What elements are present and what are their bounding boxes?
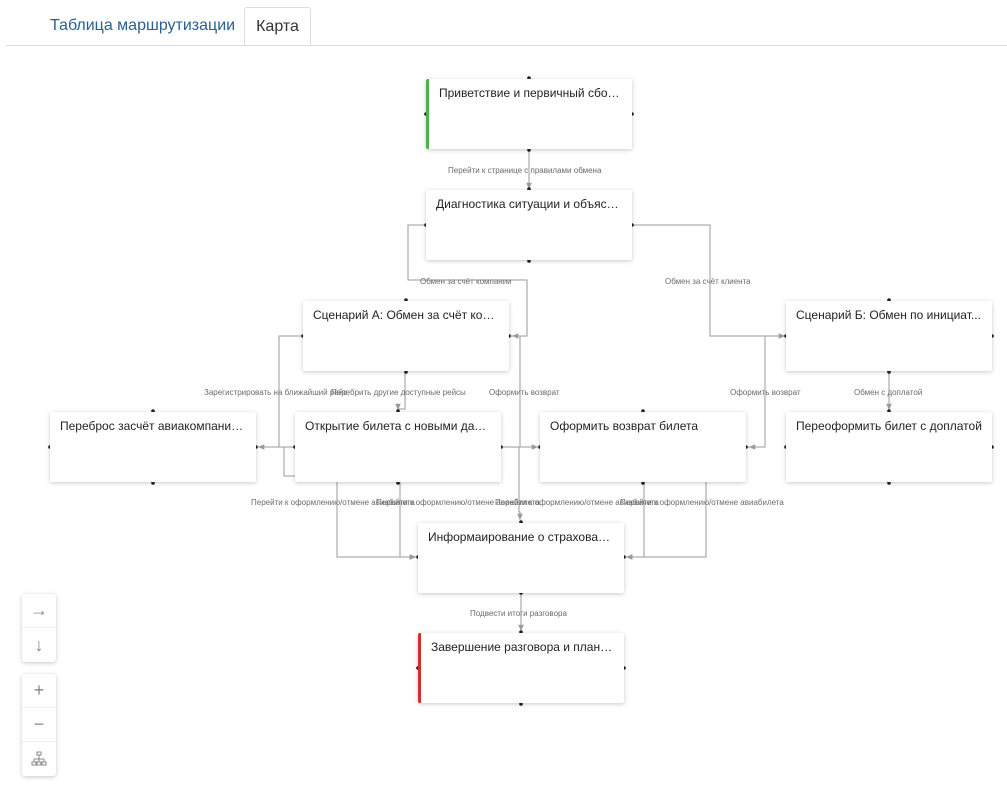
node-title: Диагностика ситуации и объясн... — [436, 197, 622, 211]
node-reissue[interactable]: Переоформить билет с доплатой — [786, 412, 992, 482]
node-title: Оформить возврат билета — [550, 419, 699, 433]
node-title: Информаирование о страховани... — [428, 530, 614, 544]
edge-label: Обмен за счёт компании — [420, 277, 512, 286]
zoom-controls: + − — [22, 674, 56, 776]
node-title: Сценарий Б: Обмен по инициат... — [796, 308, 981, 322]
arrow-down-icon[interactable]: ↓ — [34, 634, 44, 655]
tab-map[interactable]: Карта — [244, 7, 311, 46]
edge-label: Перебрить другие доступные рейсы — [331, 388, 466, 397]
tab-routing-table[interactable]: Таблица маршрутизации — [50, 17, 236, 34]
link-refund-insurance-right[interactable] — [626, 483, 645, 560]
edge-label: Перейти к оформлению/отмене авиабилета — [251, 498, 415, 507]
node-finish[interactable]: Завершение разговора и план д... — [418, 633, 624, 703]
node-insurance[interactable]: Информаирование о страховани... — [418, 523, 624, 593]
zoom-in-icon[interactable]: + — [22, 674, 56, 708]
node-title: Сценарий А: Обмен за счёт комп... — [313, 308, 499, 322]
node-open-ticket[interactable]: Открытие билета с новыми дата... — [295, 412, 501, 482]
map-canvas[interactable]: Перейти к странице с правилами обмена Об… — [0, 46, 1007, 786]
zoom-out-icon[interactable]: − — [22, 708, 56, 742]
node-title: Открытие билета с новыми дата... — [305, 419, 491, 433]
link-a-refund[interactable] — [510, 335, 538, 450]
link-diagnostics-a[interactable] — [407, 224, 528, 339]
node-diagnostics[interactable]: Диагностика ситуации и объясн... — [426, 190, 632, 260]
edge-label: Перейти к странице с правилами обмена — [448, 166, 602, 175]
tab-bar: Таблица маршрутизации Карта — [0, 0, 1007, 46]
node-refund[interactable]: Оформить возврат билета — [540, 412, 746, 482]
link-diagnostics-b[interactable] — [632, 224, 785, 339]
node-greeting[interactable]: Приветствие и первичный сбор ... — [426, 79, 632, 149]
link-refund-insurance-left[interactable] — [501, 446, 523, 520]
edge-label: Перейти к оформлению/отмене авиабилета — [376, 498, 540, 507]
node-title: Завершение разговора и план д... — [431, 640, 614, 654]
arrow-right-icon[interactable]: → — [22, 594, 56, 628]
edge-label: Обмен с доплатой — [854, 388, 922, 397]
node-title: Переброс засчёт авиакомпании ... — [60, 419, 246, 433]
edge-label: Оформить возврат — [730, 388, 801, 397]
edge-label: Подвести итоги разговора — [470, 609, 567, 618]
node-title: Приветствие и первичный сбор ... — [439, 86, 622, 100]
edge-label: Оформить возврат — [489, 388, 560, 397]
node-scenario-b[interactable]: Сценарий Б: Обмен по инициат... — [786, 301, 992, 371]
node-rebooking[interactable]: Переброс засчёт авиакомпании ... — [50, 412, 256, 482]
auto-layout-icon[interactable] — [22, 742, 56, 776]
link-b-refund[interactable] — [749, 335, 787, 450]
tab-divider — [6, 45, 1007, 46]
direction-controls: → ↓ — [22, 594, 56, 662]
edge-label: Перейти к оформлению/отмене авиабилета — [495, 498, 659, 507]
edge-label: Зарегистрировать на ближайший рейс — [204, 388, 347, 397]
node-scenario-a[interactable]: Сценарий А: Обмен за счёт комп... — [303, 301, 509, 371]
node-title: Переоформить билет с доплатой — [796, 419, 982, 433]
edge-label: Перейти к оформлению/отмене авиабилета — [620, 498, 784, 507]
edge-label: Обмен за счёт клиента — [665, 277, 751, 286]
